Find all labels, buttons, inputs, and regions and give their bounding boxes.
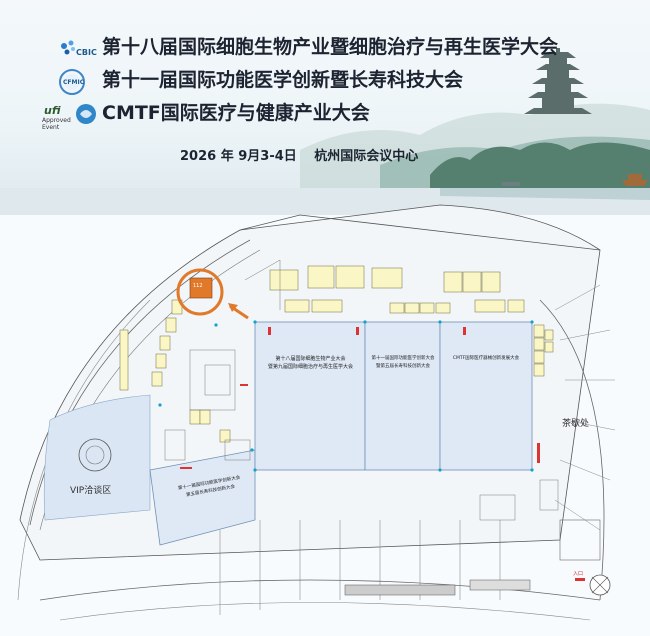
entrance-label: 入口 (573, 571, 584, 577)
title-line-1: 第十八届国际细胞生物产业暨细胞治疗与再生医学大会 (102, 36, 559, 58)
hall-2-title: 第十一届国际功能医学创新大会 暨第五届长寿科技创新大会 (371, 356, 435, 369)
ufi-logo-text: ufi (44, 104, 61, 117)
title-line-2: 第十一届国际功能医学创新暨长寿科技大会 (102, 69, 464, 91)
cbic-logo-text: CBIC (76, 48, 97, 57)
date-venue: 2026 年 9月3-4日 杭州国际会议中心 (180, 149, 419, 164)
lounge-label: 茶歇处 (562, 419, 590, 429)
header-banner: CBIC CFMIC ufi Approved Event 第十八届国际细胞生物… (0, 0, 650, 215)
hall-3-title: CMTF国际医疗器械创新发展大会 (452, 356, 520, 361)
lake-pagoda-scenery (0, 48, 650, 215)
cbic-logo-icon: CBIC (61, 40, 97, 57)
title-line-3: CMTF国际医疗与健康产业大会 (102, 102, 370, 124)
highlight-booth-number: 112 (193, 283, 203, 289)
ufi-approved-text: Approved Event (42, 117, 71, 131)
conference-titles: 第十八届国际细胞生物产业暨细胞治疗与再生医学大会 第十一届国际功能医学创新暨长寿… (102, 36, 558, 135)
vip-area-label: VIP洽谈区 (70, 486, 112, 496)
cmtf-logo-icon (76, 104, 96, 124)
hall-1-title: 第十八届国际细胞生物产业大会 暨第九届国际细胞治疗与再生医学大会 (267, 356, 353, 370)
cfmic-logo-icon: CFMIC (59, 69, 85, 95)
svg-text:CFMIC: CFMIC (63, 79, 85, 86)
